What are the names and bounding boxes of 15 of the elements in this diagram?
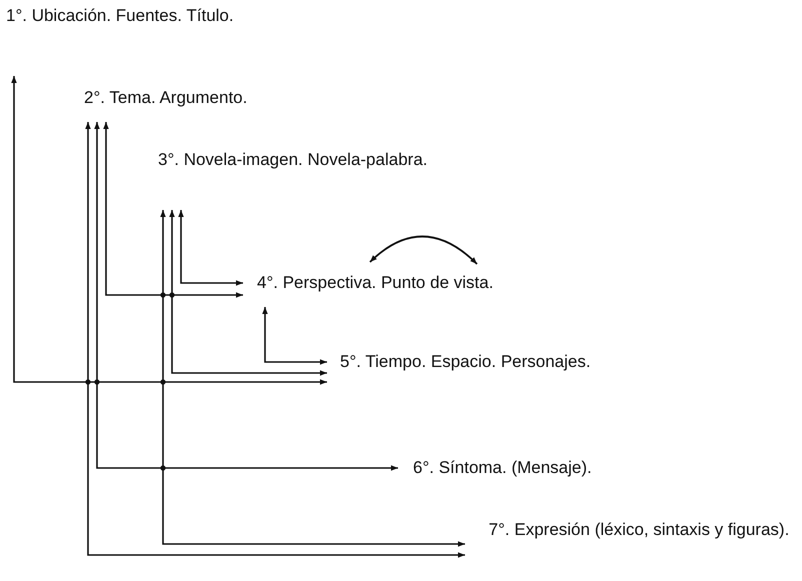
step-label: 2°. Tema. Argumento. xyxy=(84,88,248,107)
arrow xyxy=(94,122,398,471)
arrow xyxy=(169,210,327,376)
step-label: 3°. Novela-imagen. Novela-palabra. xyxy=(158,150,428,169)
step-label: 7°. Expresión (léxico, sintaxis y figuras). xyxy=(488,520,790,540)
step-label: 6°. Síntoma. (Mensaje). xyxy=(413,458,592,477)
step-label: 1°. Ubicación. Fuentes. Título. xyxy=(6,6,234,25)
arrow xyxy=(11,76,327,385)
arrow xyxy=(85,122,465,558)
arrow xyxy=(103,122,243,298)
step-label: 4°. Perspectiva. Punto de vista. xyxy=(257,273,494,292)
arrow xyxy=(262,307,327,365)
arrow xyxy=(178,210,243,286)
arrow xyxy=(160,210,465,547)
step-label: 5°. Tiempo. Espacio. Personajes. xyxy=(340,352,591,371)
